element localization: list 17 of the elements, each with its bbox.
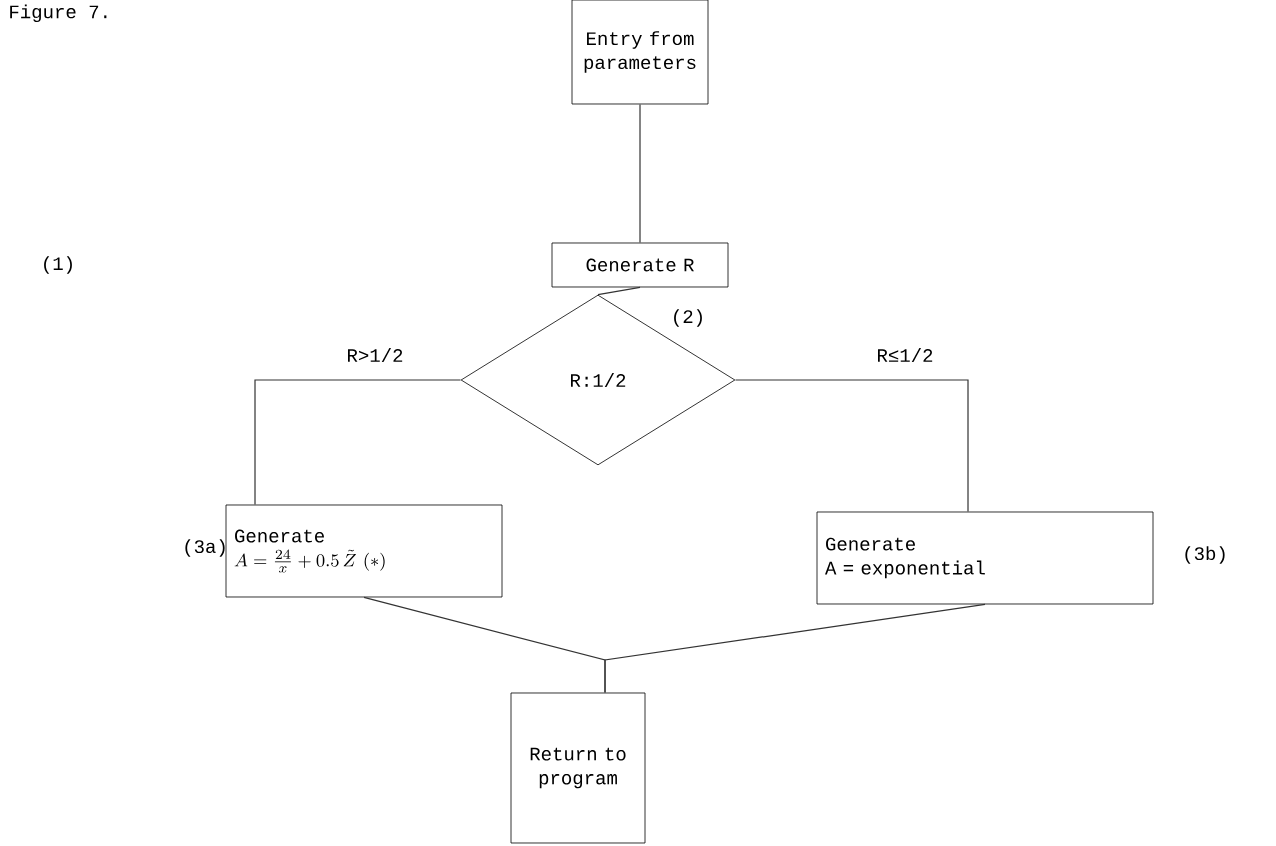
connector-line <box>254 379 462 506</box>
connector-line <box>734 379 969 513</box>
step-number: (1) <box>44 256 72 274</box>
connector-line <box>639 103 641 244</box>
process-box: Generate $A = \frac{24}{x} + 0.5\,\tilde{Z}\ (\ast)$ <box>225 504 503 598</box>
step-number: (3b) <box>1185 546 1225 564</box>
step-number: (2) <box>674 309 702 327</box>
process-box: Generate R <box>551 242 729 288</box>
edge-label: R≤1/2 <box>878 348 933 362</box>
connector-line <box>597 286 641 296</box>
connector-line <box>604 603 986 694</box>
process-box: Generate A = exponential <box>816 511 1154 605</box>
figure-title: Figure 7. <box>10 4 107 23</box>
process-box: Entry from parameters <box>571 0 709 105</box>
step-number: (3a) <box>185 539 225 557</box>
edge-label: R>1/2 <box>348 348 403 362</box>
process-box: Return to program <box>510 692 646 844</box>
